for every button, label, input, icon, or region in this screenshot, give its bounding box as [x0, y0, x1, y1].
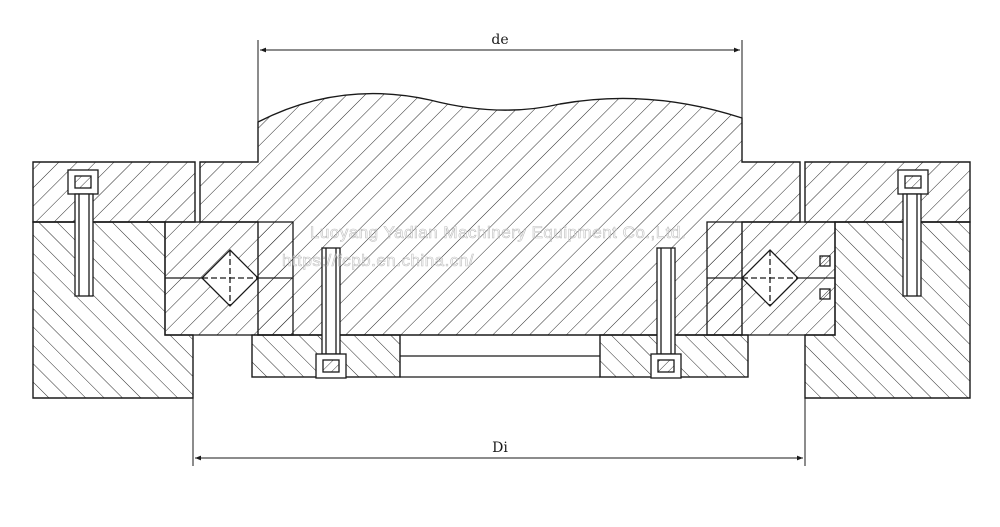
- dimension-di-label: Di: [492, 440, 508, 456]
- dimension-di: [192, 398, 806, 466]
- dimension-de-label: de: [491, 32, 508, 48]
- bolt-left-inner: [315, 247, 347, 379]
- bolt-left-outer: [67, 169, 99, 297]
- watermark-company: Luoyang Yadian Machinery Equipment Co.,L…: [310, 223, 686, 242]
- central-shaft: [199, 92, 801, 336]
- watermark-url: https://fcpb.en.china.cn/: [282, 251, 474, 270]
- right-bearing: [706, 221, 836, 336]
- dimension-de: [257, 40, 743, 122]
- bolt-right-inner: [650, 247, 682, 379]
- bolt-right-outer: [897, 169, 929, 297]
- left-bearing: [164, 221, 294, 336]
